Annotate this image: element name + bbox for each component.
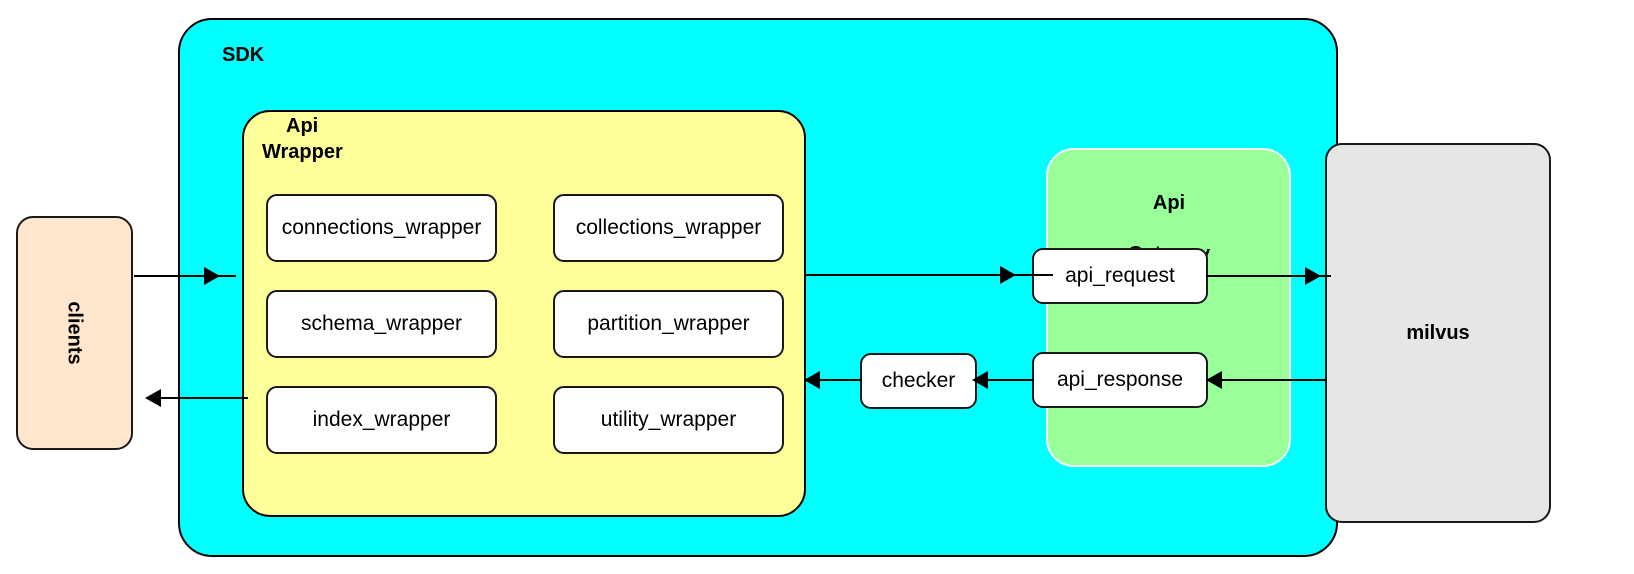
module-api-request[interactable]: api_request [1032, 248, 1208, 304]
clients-node[interactable]: clients [16, 216, 133, 450]
arrowhead-left-icon [804, 371, 820, 389]
connector-api-request-to-milvus [1206, 275, 1331, 277]
module-connections-wrapper[interactable]: connections_wrapper [266, 194, 497, 262]
api-gateway-label-line1: Api [1152, 191, 1186, 214]
arrowhead-left-icon [1206, 371, 1222, 389]
sdk-container-label: SDK [222, 44, 265, 66]
module-index-wrapper[interactable]: index_wrapper [266, 386, 497, 454]
arrowhead-right-icon [1000, 266, 1016, 284]
arrowhead-right-icon [1305, 267, 1321, 285]
module-checker[interactable]: checker [860, 353, 977, 409]
arrowhead-left-icon [972, 371, 988, 389]
module-partition-wrapper[interactable]: partition_wrapper [553, 290, 784, 358]
api-wrapper-container-label: Api Wrapper [262, 115, 343, 163]
connector-checker-to-api-wrapper [810, 379, 862, 381]
connector-api-wrapper-to-api-gateway [805, 274, 1053, 276]
connector-api-response-to-checker [975, 379, 1034, 381]
connector-api-wrapper-to-clients [160, 397, 248, 399]
module-collections-wrapper[interactable]: collections_wrapper [553, 194, 784, 262]
milvus-node[interactable]: milvus [1325, 143, 1551, 523]
arrowhead-left-icon [145, 389, 161, 407]
arrowhead-right-icon [204, 267, 220, 285]
module-utility-wrapper[interactable]: utility_wrapper [553, 386, 784, 454]
clients-node-label: clients [64, 301, 86, 365]
module-api-response[interactable]: api_response [1032, 352, 1208, 408]
api-gateway-container[interactable] [1046, 148, 1291, 467]
connector-clients-to-api-wrapper [134, 275, 236, 277]
module-schema-wrapper[interactable]: schema_wrapper [266, 290, 497, 358]
connector-milvus-to-api-response [1210, 379, 1327, 381]
